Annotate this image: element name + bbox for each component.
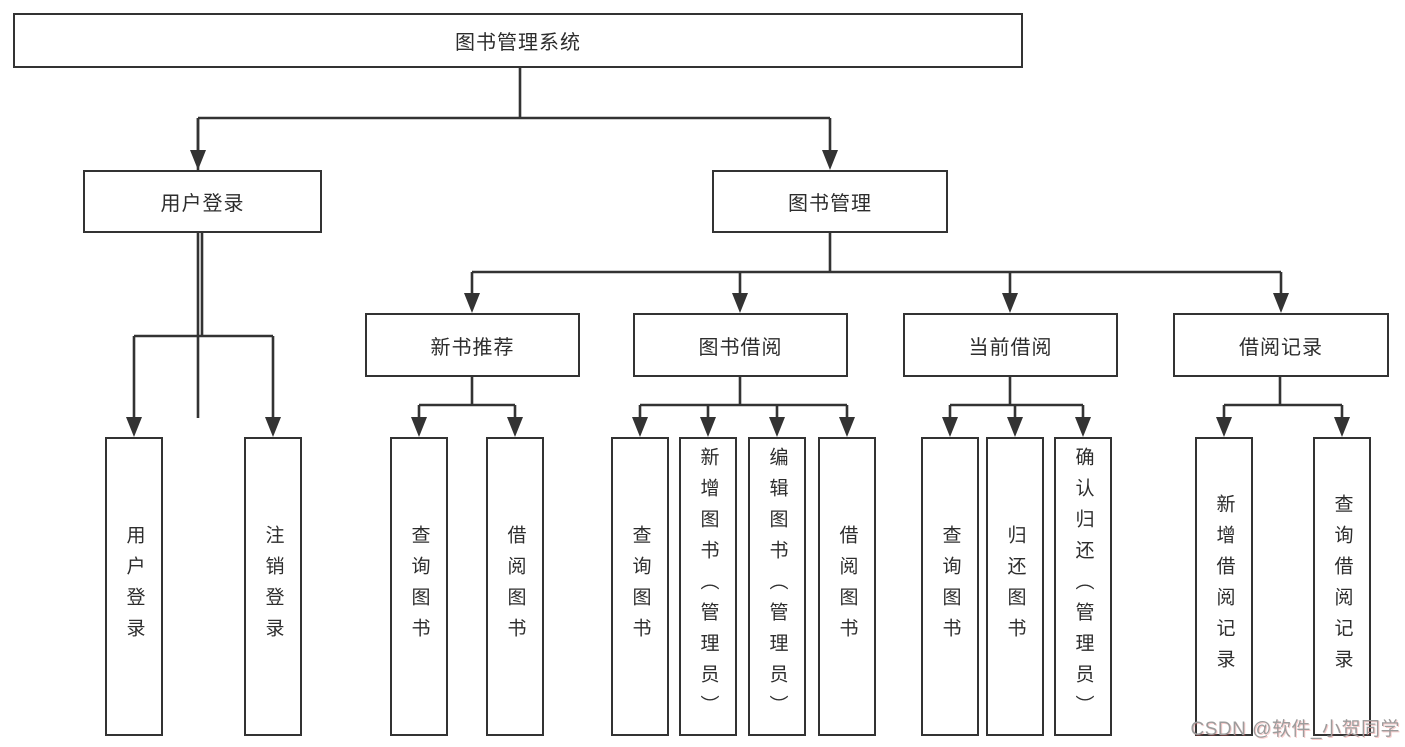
connector-root-to-level2 xyxy=(190,68,838,418)
leaf-borrowing-query-books: 查询图书 xyxy=(611,437,669,736)
node-library-system-root: 图书管理系统 xyxy=(13,13,1023,68)
node-label: 当前借阅 xyxy=(968,336,1053,359)
connector-borrowrecords-to-leaves xyxy=(1216,377,1350,437)
node-label: 用户登录 xyxy=(160,193,245,215)
leaf-label: 查询图书 xyxy=(629,524,651,649)
node-user-login: 用户登录 xyxy=(83,170,322,233)
node-label: 借阅记录 xyxy=(1239,336,1323,359)
leaf-records-add-borrow-record: 新增借阅记录 xyxy=(1195,437,1253,736)
leaf-newrec-borrow-books: 借阅图书 xyxy=(486,437,544,736)
leaf-newrec-query-books: 查询图书 xyxy=(390,437,448,736)
leaf-current-query-books: 查询图书 xyxy=(921,437,979,736)
node-label: 图书管理 xyxy=(788,193,872,215)
leaf-user-login: 用户登录 xyxy=(105,437,163,736)
node-book-management: 图书管理 xyxy=(712,170,948,233)
leaf-label: 查询图书 xyxy=(408,524,430,649)
leaf-label: 归还图书 xyxy=(1004,524,1026,649)
leaf-current-return-books: 归还图书 xyxy=(986,437,1044,736)
csdn-watermark: CSDN @软件_小贺同学 xyxy=(1190,719,1400,740)
connector-userlogin-to-leaves xyxy=(126,233,281,437)
leaf-label: 借阅图书 xyxy=(836,524,858,649)
leaf-label: 新增借阅记录 xyxy=(1213,493,1235,680)
leaf-logout: 注销登录 xyxy=(244,437,302,736)
leaf-borrowing-borrow-books: 借阅图书 xyxy=(818,437,876,736)
leaf-label: 注销登录 xyxy=(262,524,284,649)
node-current-borrowing: 当前借阅 xyxy=(903,313,1118,377)
node-label: 图书借阅 xyxy=(698,336,783,359)
node-book-borrowing: 图书借阅 xyxy=(633,313,848,377)
connector-newbookrec-to-leaves xyxy=(411,377,523,437)
leaf-label: 借阅图书 xyxy=(504,524,526,649)
node-label: 新书推荐 xyxy=(430,336,515,359)
connector-bookmgmt-to-level3 xyxy=(464,233,1289,313)
node-label: 图书管理系统 xyxy=(455,32,581,54)
leaf-label: 查询图书 xyxy=(939,524,961,649)
leaf-records-query-borrow-record: 查询借阅记录 xyxy=(1313,437,1371,736)
leaf-borrowing-add-books-admin: 新增图书（管理员） xyxy=(679,437,737,736)
leaf-label: 编辑图书（管理员） xyxy=(766,447,788,726)
connector-bookborrow-to-leaves xyxy=(632,377,855,437)
leaf-label: 确认归还（管理员） xyxy=(1072,447,1094,726)
leaf-label: 用户登录 xyxy=(123,524,145,649)
node-borrow-records: 借阅记录 xyxy=(1173,313,1389,377)
leaf-current-confirm-return-admin: 确认归还（管理员） xyxy=(1054,437,1112,736)
leaf-borrowing-edit-books-admin: 编辑图书（管理员） xyxy=(748,437,806,736)
leaf-label: 新增图书（管理员） xyxy=(697,447,719,726)
node-new-book-recommend: 新书推荐 xyxy=(365,313,580,377)
leaf-label: 查询借阅记录 xyxy=(1331,493,1353,680)
connector-currentborrow-to-leaves xyxy=(942,377,1091,437)
